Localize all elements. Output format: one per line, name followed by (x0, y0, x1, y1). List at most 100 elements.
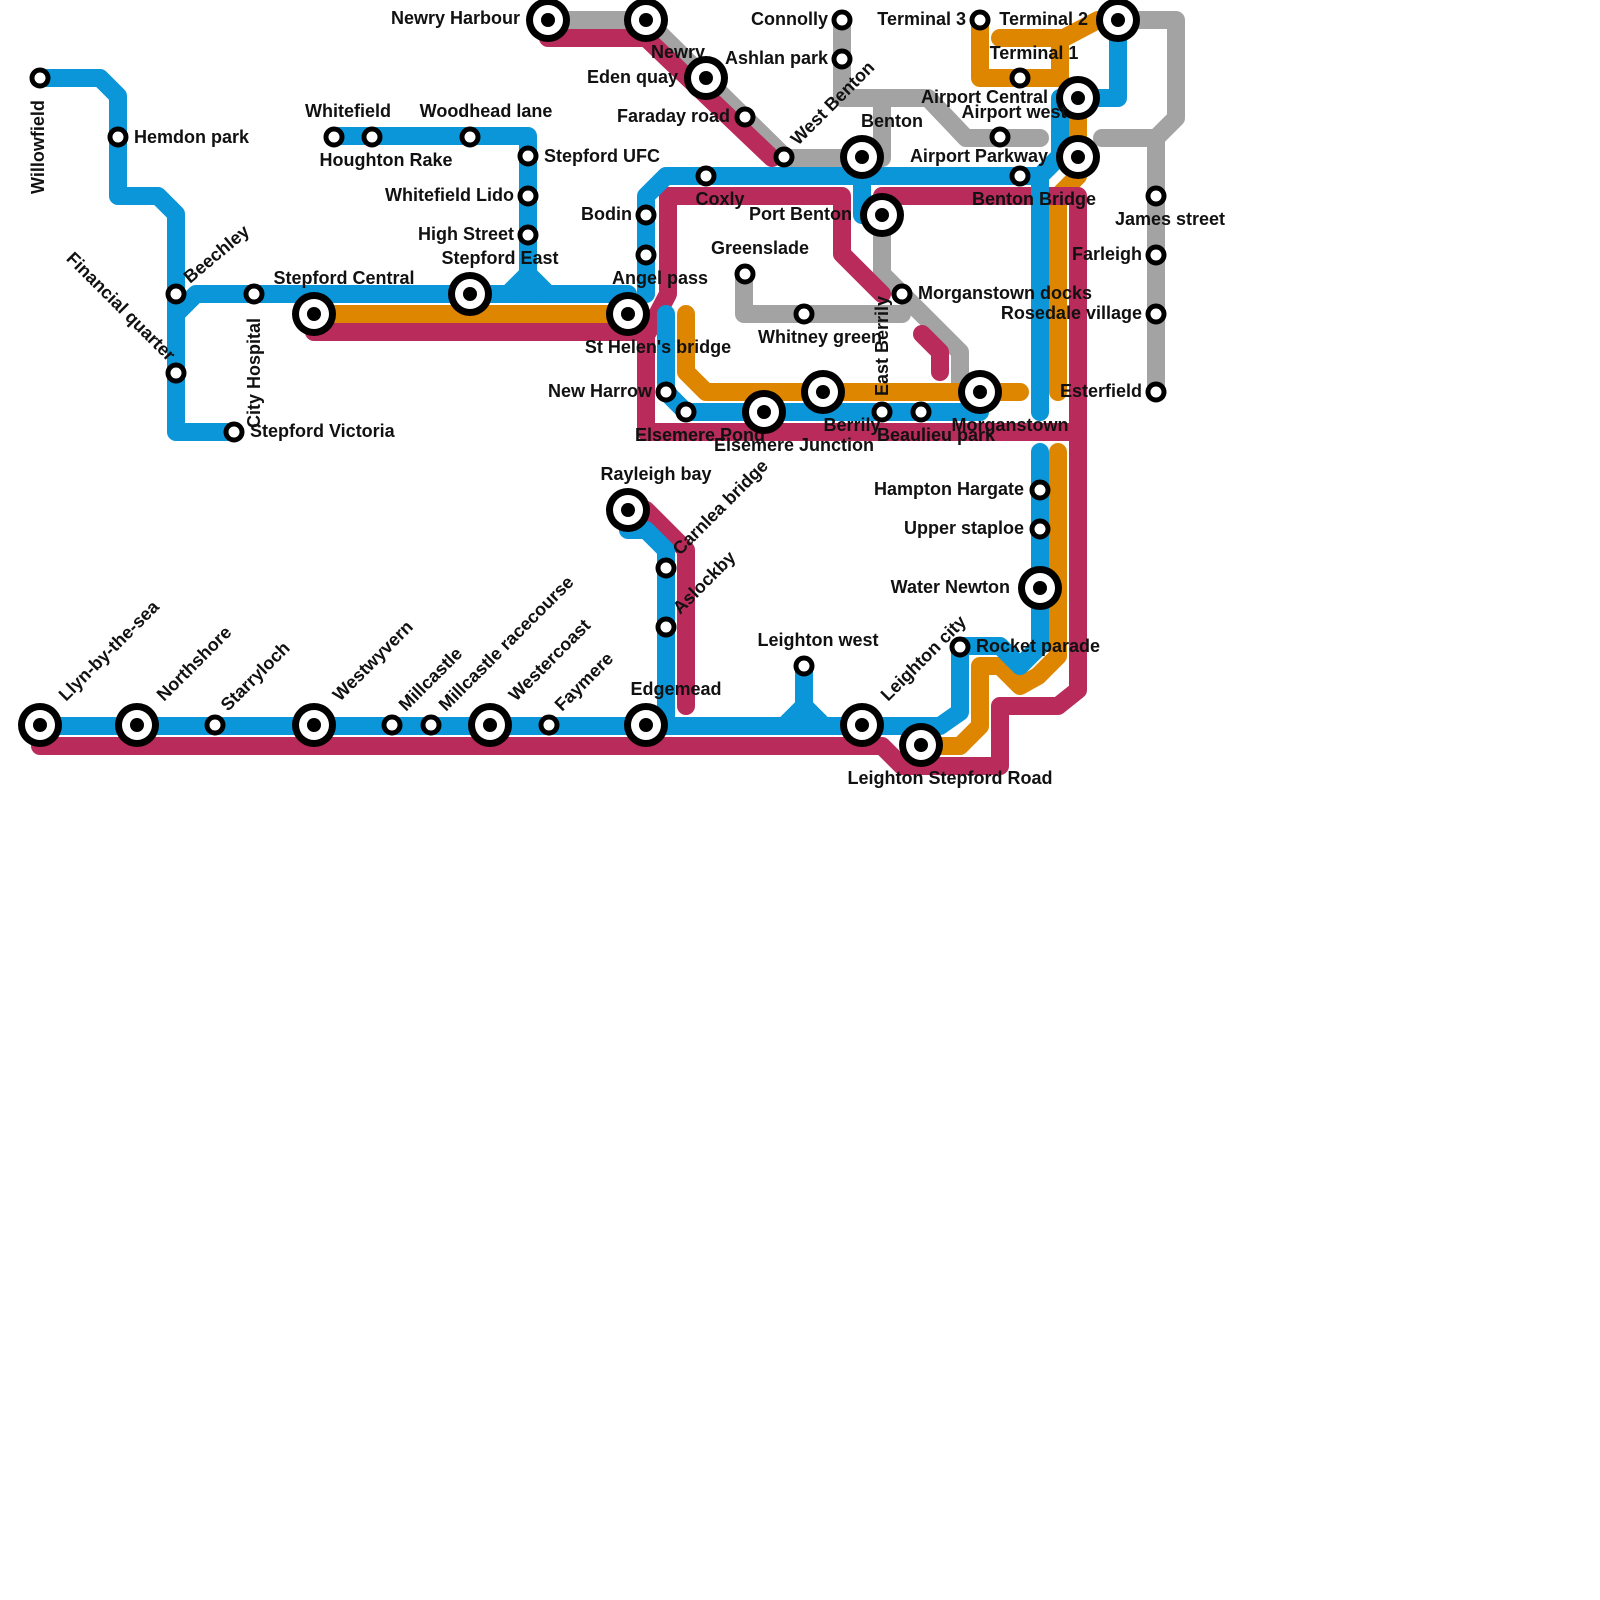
station-eden-quay[interactable]: Eden quay (587, 56, 728, 100)
station-label: East Berrily (872, 296, 892, 396)
station-stop-marker (423, 717, 439, 733)
station-label: Upper staploe (904, 518, 1024, 538)
station-stepford-ufc[interactable]: Stepford UFC (520, 146, 660, 166)
station-label: Benton Bridge (972, 189, 1096, 209)
station-ashlan-park[interactable]: Ashlan park (725, 48, 850, 68)
station-stop-marker (638, 207, 654, 223)
station-stop-marker (1012, 168, 1028, 184)
crimson-line (922, 334, 940, 372)
station-willowfield[interactable]: Willowfield (28, 70, 48, 194)
station-hampton-hargate[interactable]: Hampton Hargate (874, 479, 1048, 499)
station-label: Terminal 1 (990, 43, 1079, 63)
interchange-marker-core (875, 208, 889, 222)
station-connolly[interactable]: Connolly (751, 9, 850, 29)
station-label: Starryloch (217, 638, 294, 715)
interchange-marker-core (483, 718, 497, 732)
station-morganstown-docks[interactable]: Morganstown docks (894, 283, 1092, 303)
station-label: Farleigh (1072, 244, 1142, 264)
station-stop-marker (462, 129, 478, 145)
station-stop-marker (1148, 306, 1164, 322)
station-stop-marker (834, 12, 850, 28)
station-label: Newry Harbour (391, 8, 520, 28)
station-stepford-victoria[interactable]: Stepford Victoria (226, 421, 396, 441)
station-label: Eden quay (587, 67, 678, 87)
station-label: Berrily (823, 415, 880, 435)
station-label: Angel pass (612, 268, 708, 288)
station-label: Airport west (961, 102, 1066, 122)
station-east-berrily[interactable]: East Berrily (872, 296, 892, 396)
station-label: Terminal 3 (877, 9, 966, 29)
station-label: Whitefield (305, 101, 391, 121)
station-stop-marker (1148, 247, 1164, 263)
station-stop-marker (541, 717, 557, 733)
station-water-newton[interactable]: Water Newton (891, 566, 1062, 610)
crimson-line (548, 20, 772, 158)
station-label: Esterfield (1060, 381, 1142, 401)
station-financial-quarter[interactable]: Financial quarter (63, 248, 184, 381)
station-label: Ashlan park (725, 48, 829, 68)
station-label: Morganstown docks (918, 283, 1092, 303)
station-stop-marker (658, 619, 674, 635)
interchange-marker-core (816, 385, 830, 399)
station-rosedale-village[interactable]: Rosedale village (1001, 303, 1164, 323)
station-stop-marker (32, 70, 48, 86)
station-label: Stepford Central (273, 268, 414, 288)
station-stop-marker (226, 424, 242, 440)
station-stop-marker (520, 188, 536, 204)
station-upper-staploe[interactable]: Upper staploe (904, 518, 1048, 538)
station-label: High Street (418, 224, 514, 244)
interchange-marker-core (463, 287, 477, 301)
interchange-marker-core (541, 13, 555, 27)
station-stop-marker (1148, 384, 1164, 400)
station-stop-marker (110, 129, 126, 145)
interchange-marker-core (1071, 150, 1085, 164)
interchange-marker-core (621, 307, 635, 321)
station-whitefield-lido[interactable]: Whitefield Lido (385, 185, 536, 205)
station-city-hospital[interactable]: City Hospital (244, 286, 264, 428)
station-stop-marker (326, 129, 342, 145)
station-label: Greenslade (711, 238, 809, 258)
interchange-marker-core (33, 718, 47, 732)
station-farleigh[interactable]: Farleigh (1072, 244, 1164, 264)
station-newry-harbour[interactable]: Newry Harbour (391, 0, 570, 42)
station-label: Woodhead lane (420, 101, 553, 121)
station-label: Willowfield (28, 100, 48, 194)
station-stop-marker (207, 717, 223, 733)
station-label: Stepford UFC (544, 146, 660, 166)
station-label: Morganstown (952, 415, 1069, 435)
station-stop-marker (796, 306, 812, 322)
station-stop-marker (834, 51, 850, 67)
interchange-marker-core (699, 71, 713, 85)
station-newry[interactable]: Newry (624, 0, 705, 62)
station-stop-marker (972, 12, 988, 28)
interchange-marker-core (855, 718, 869, 732)
station-label: Leighton west (758, 630, 879, 650)
station-james-street[interactable]: James street (1115, 188, 1225, 229)
interchange-marker-core (757, 405, 771, 419)
station-new-harrow[interactable]: New Harrow (548, 381, 674, 401)
station-label: New Harrow (548, 381, 653, 401)
station-label: Bodin (581, 204, 632, 224)
station-label: Water Newton (891, 577, 1010, 597)
station-label: Stepford East (441, 248, 558, 268)
station-stop-marker (698, 168, 714, 184)
station-label: Faraday road (617, 106, 730, 126)
station-leighton-west[interactable]: Leighton west (758, 630, 879, 674)
station-label: Whitefield Lido (385, 185, 514, 205)
station-stop-marker (384, 717, 400, 733)
station-terminal-3[interactable]: Terminal 3 (877, 9, 988, 29)
station-stop-marker (737, 109, 753, 125)
station-bodin[interactable]: Bodin (581, 204, 654, 224)
station-stop-marker (1148, 188, 1164, 204)
station-stop-marker (913, 404, 929, 420)
station-label: Airport Parkway (910, 146, 1048, 166)
station-label: Llyn-by-the-sea (55, 596, 164, 705)
station-high-street[interactable]: High Street (418, 224, 536, 244)
station-greenslade[interactable]: Greenslade (711, 238, 809, 282)
station-hemdon-park[interactable]: Hemdon park (110, 127, 250, 147)
station-stop-marker (658, 560, 674, 576)
station-stop-marker (658, 384, 674, 400)
interchange-marker-core (973, 385, 987, 399)
